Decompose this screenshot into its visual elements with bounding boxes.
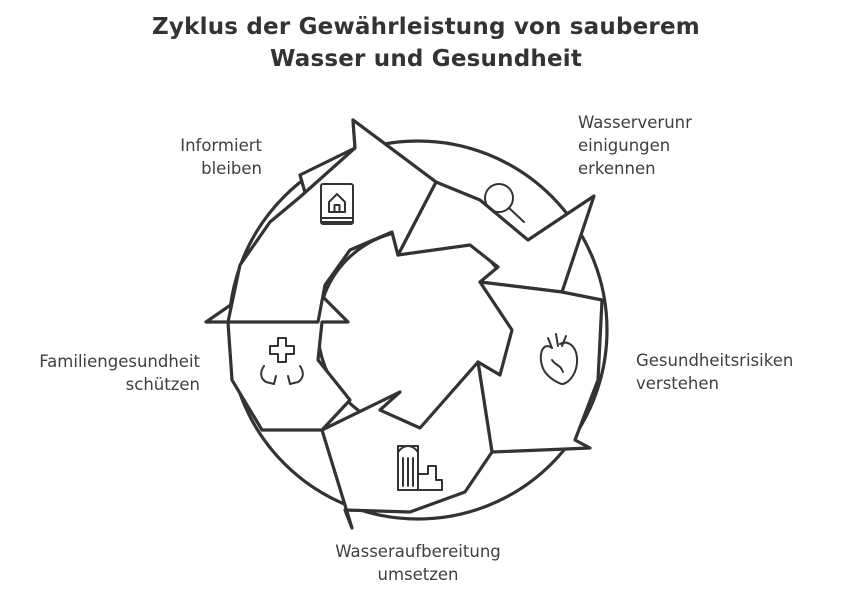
label-line: Wasserverunr <box>578 113 692 132</box>
label-step-informed: Informiert bleiben <box>120 134 262 180</box>
label-line: Informiert <box>180 136 262 155</box>
label-line: schützen <box>125 375 200 394</box>
label-step-family-health: Familiengesundheit schützen <box>0 350 200 396</box>
label-line: bleiben <box>201 159 262 178</box>
water-treatment-plant-icon <box>397 445 443 491</box>
book-house-icon <box>320 183 354 225</box>
label-step-treatment: Wasseraufbereitung umsetzen <box>300 540 536 586</box>
label-line: erkennen <box>578 159 656 178</box>
arrow-segment-health-risks <box>476 280 604 454</box>
label-line: verstehen <box>636 374 719 393</box>
label-line: umsetzen <box>377 565 459 584</box>
label-step-health-risks: Gesundheitsrisiken verstehen <box>636 349 793 395</box>
title-line-2: Wasser und Gesundheit <box>269 46 583 72</box>
label-step-contamination: Wasserverunr einigungen erkennen <box>578 111 692 180</box>
label-line: Wasseraufbereitung <box>335 542 501 561</box>
label-line: Gesundheitsrisiken <box>636 351 794 370</box>
label-line: einigungen <box>578 136 671 155</box>
title-line-1: Zyklus der Gewährleistung von sauberem <box>152 14 700 40</box>
hands-medical-cross-icon <box>260 337 304 385</box>
heart-icon <box>539 333 579 385</box>
magnifier-icon <box>484 183 525 223</box>
label-line: Familiengesundheit <box>39 352 200 371</box>
